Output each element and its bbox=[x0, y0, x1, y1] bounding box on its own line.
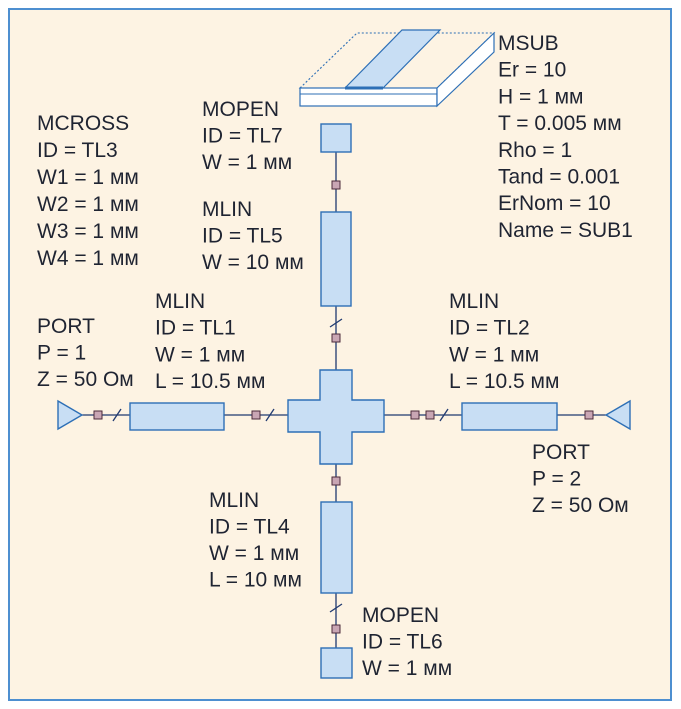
mopen-tl6-block bbox=[320, 647, 353, 679]
mopen-tl7-block bbox=[320, 123, 352, 153]
mlin-tl1-label: MLIN ID = TL1 W = 1 мм L = 10.5 мм bbox=[155, 290, 265, 393]
port-1-label: PORT P = 1 Z = 50 Ом bbox=[37, 315, 134, 391]
connection-nodes bbox=[93, 180, 594, 634]
port-1-icon bbox=[57, 399, 84, 431]
msub-substrate-icon bbox=[298, 29, 496, 108]
mlin-tl5-label: MLIN ID = TL5 W = 10 мм bbox=[202, 198, 304, 274]
mlin-tl1-block bbox=[129, 402, 225, 431]
wire-slash-marks bbox=[112, 318, 449, 613]
mopen-tl6-label: MOPEN ID = TL6 W = 1 мм bbox=[362, 604, 452, 680]
port-2-icon bbox=[604, 399, 631, 431]
mlin-tl2-block bbox=[461, 402, 558, 431]
mlin-tl2-label: MLIN ID = TL2 W = 1 мм L = 10.5 мм bbox=[449, 290, 559, 393]
mcross-label: MCROSS ID = TL3 W1 = 1 мм W2 = 1 мм W3 =… bbox=[37, 112, 145, 270]
mcross-tl3-block bbox=[287, 369, 385, 465]
mopen-tl7-label: MOPEN ID = TL7 W = 1 мм bbox=[202, 98, 292, 174]
mlin-tl5-block bbox=[320, 211, 352, 307]
mlin-tl4-label: MLIN ID = TL4 W = 1 мм L = 10 мм bbox=[209, 489, 305, 592]
msub-label: MSUB Er = 10 H = 1 мм T = 0.005 мм Rho =… bbox=[498, 32, 633, 242]
mlin-tl4-block bbox=[320, 501, 353, 594]
port-2-label: PORT P = 2 Z = 50 Ом bbox=[532, 441, 629, 517]
